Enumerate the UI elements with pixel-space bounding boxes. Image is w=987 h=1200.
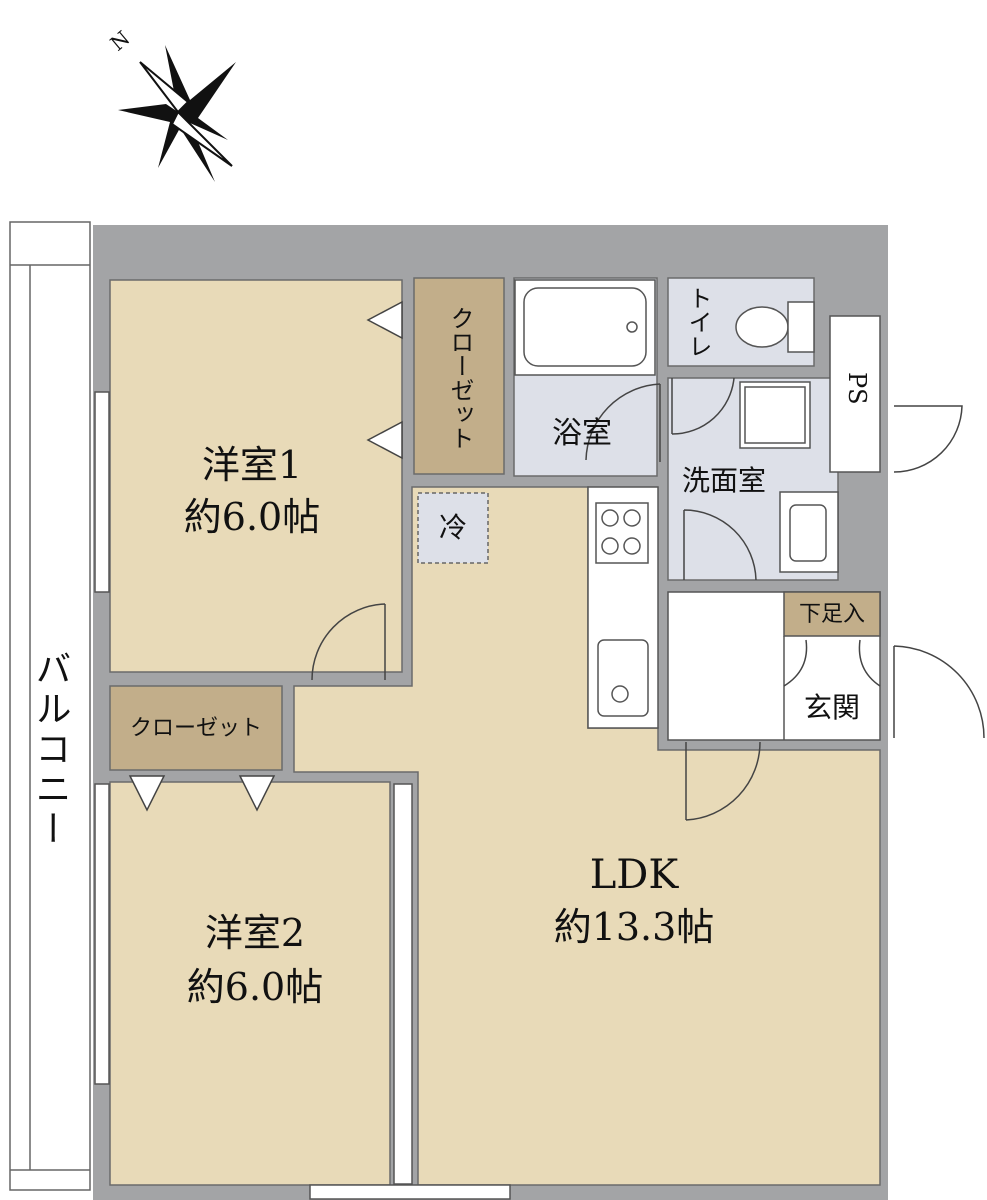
compass-rose-icon <box>118 45 236 182</box>
kitchen-counter <box>587 486 659 729</box>
closet-room1 <box>413 277 505 475</box>
shoe-storage <box>783 591 881 637</box>
western-room-1-size: 約6.0帖 <box>184 495 320 539</box>
washroom-label: 洗面室 <box>682 464 766 497</box>
windows <box>94 391 511 1200</box>
toilet-label: トイレ <box>684 286 712 358</box>
refrigerator-space <box>417 492 489 564</box>
ldk-size: 約13.3帖 <box>554 905 715 949</box>
doors <box>311 377 985 821</box>
bathroom-label: 浴室 <box>552 416 612 451</box>
western-room-1-name: 洋室1 <box>202 443 302 487</box>
pipe-space <box>829 315 881 473</box>
closet-door-markers <box>128 300 403 812</box>
ldk-name: LDK <box>590 852 680 898</box>
balcony <box>9 221 91 1191</box>
western-room-2-size: 約6.0帖 <box>187 965 323 1009</box>
refrigerator-label: 冷 <box>439 511 467 544</box>
shoe-storage-label: 下足入 <box>799 602 865 627</box>
pipe-space-label: PS <box>843 372 871 405</box>
western-room-2-name: 洋室2 <box>205 911 305 955</box>
compass-north-label: N <box>106 26 135 56</box>
western-room-1 <box>109 279 403 673</box>
entrance-label: 玄関 <box>804 691 860 724</box>
closet-room1-label: クローゼット <box>446 306 474 450</box>
closet-room2-label: クローゼット <box>130 716 262 741</box>
balcony-label: バルコニー <box>30 650 71 850</box>
closet-room2 <box>109 685 283 771</box>
